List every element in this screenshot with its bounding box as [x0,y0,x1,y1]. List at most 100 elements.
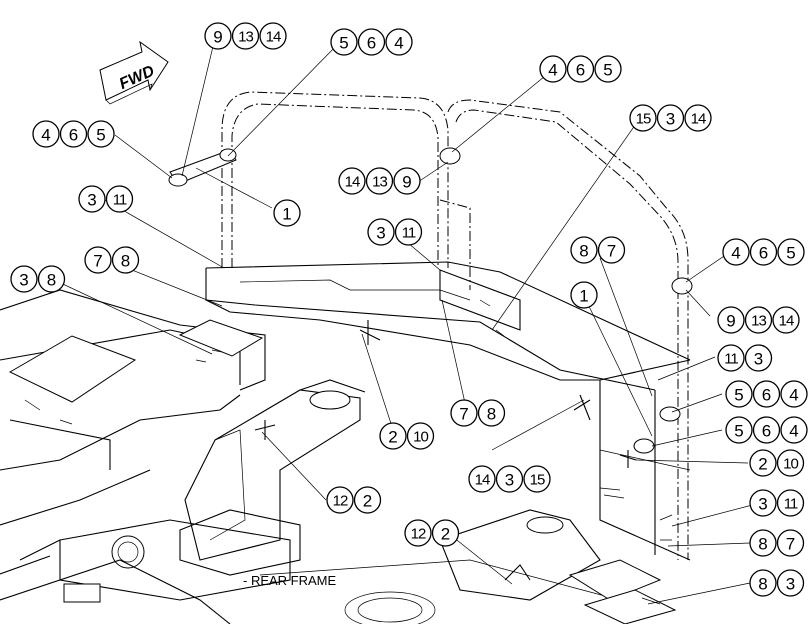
callout-circle [78,185,106,213]
callout-number: 5 [734,422,743,441]
callout-circle [431,519,460,547]
callout-circle [772,306,800,334]
callout-circle [477,399,506,427]
callout-number: 2 [758,455,767,474]
callout-circle [367,218,395,246]
callout-number: 5 [339,34,348,53]
callout-circle [357,28,386,56]
callout-circle [87,120,115,148]
callout-number: 7 [93,252,102,271]
callout-circle [777,238,805,266]
callout-number: 7 [459,405,468,424]
callout-number: 5 [96,126,105,145]
callout-circle [717,344,745,372]
rops-frame-outline [221,91,689,560]
callout-circle [776,569,805,597]
callout-circle [539,55,567,83]
callout-number: 7 [786,535,795,554]
callout-number: 3 [754,350,763,369]
callout-circle [597,236,626,264]
callout-circle [629,104,657,132]
callout-number: 13 [751,313,766,330]
callout-circle [749,529,777,557]
callout-number: 10 [413,429,428,446]
callout-number: 3 [758,495,767,514]
callout-circle [37,265,66,293]
callout-number: 6 [762,422,771,441]
callout-number: 4 [41,126,50,145]
callout-circle [59,120,88,148]
callout-number: 3 [87,191,96,210]
callout-number: 6 [759,244,768,263]
callout-number: 9 [402,173,411,192]
callout-circle [32,120,60,148]
callout-circle [84,246,112,274]
callout-number: 5 [734,386,743,405]
callout-number: 14 [779,313,794,330]
callout-number: 4 [789,422,798,441]
callout-group: 2 10 [749,449,805,477]
callout-number: 7 [607,242,616,261]
callout-number: 3 [19,271,28,290]
center-bracket [179,379,366,576]
callout-circle [353,486,382,514]
callout-circle [394,218,423,246]
callout-circle [326,486,354,514]
callout-number: 4 [789,386,798,405]
callout-circle [105,185,134,213]
callout-number: 2 [363,492,372,511]
rear-frame-label: - REAR FRAME [243,573,337,588]
callout-number: 10 [783,456,798,473]
mount-components [168,147,693,605]
callout-number: 6 [69,126,78,145]
callout-circle [744,344,773,372]
callout-circle [570,236,598,264]
callout-number: 9 [213,28,222,47]
callout-circle [752,380,781,408]
callout-circle [656,104,685,132]
callout-group: 1 [273,199,301,227]
callout-circle [570,281,598,309]
callout-number: 8 [121,252,130,271]
callout-number: 14 [266,29,281,46]
callout-number: 12 [333,493,348,510]
callout-number: 2 [388,428,397,447]
callout-number: 4 [394,34,403,53]
callout-circle [749,449,777,477]
callout-number: 8 [47,271,56,290]
callout-circle [495,465,524,493]
callout-number: 4 [731,244,740,263]
callout-number: 8 [487,405,496,424]
callout-number: 14 [475,472,490,489]
callout-number: 5 [603,61,612,80]
callout-circle [749,489,777,517]
callout-number: 14 [345,174,360,191]
callout-number: 8 [579,242,588,261]
callout-number: 15 [530,472,545,489]
callout-number: 3 [666,110,675,129]
callout-circle [379,422,407,450]
callout-circle [749,569,777,597]
callout-number: 11 [784,496,798,513]
callout-circle [594,55,622,83]
callout-circle [776,449,805,477]
callout-circle [338,167,366,195]
callout-number: 11 [724,351,738,368]
callout-number: 1 [282,205,291,224]
rear-frame: - REAR FRAME [0,509,677,624]
callout-circle [10,265,38,293]
callout-circle [523,465,551,493]
callout-circle [684,104,712,132]
callout-number: 8 [758,575,767,594]
